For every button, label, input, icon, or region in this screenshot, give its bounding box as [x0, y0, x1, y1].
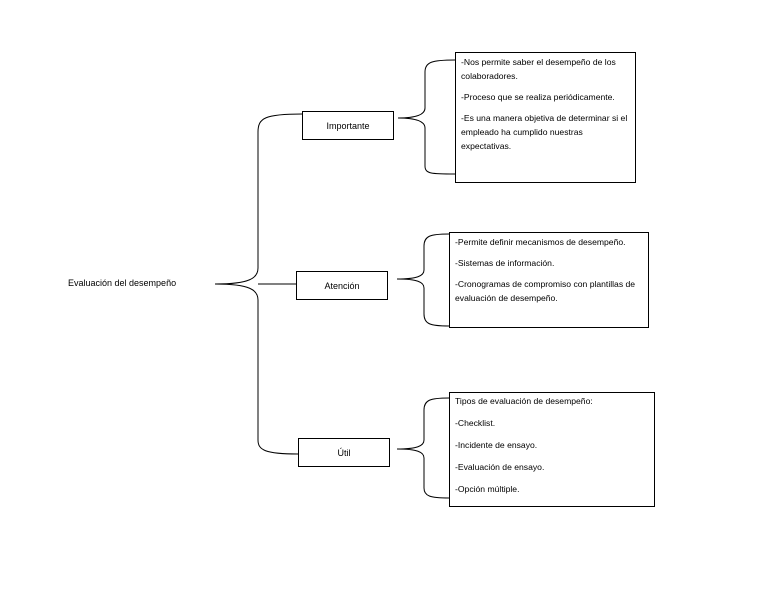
detail-box-atencion: -Permite definir mecanismos de desempeño… — [449, 232, 649, 328]
detail-item: -Es una manera objetiva de determinar si… — [461, 113, 628, 151]
branch-node-atencion: Atención — [296, 271, 388, 300]
detail-item: -Sistemas de información. — [455, 258, 555, 268]
brace-util — [396, 397, 450, 499]
brace-atencion — [396, 233, 450, 327]
detail-item: -Opción múltiple. — [455, 484, 520, 494]
branch-node-util: Útil — [298, 438, 390, 467]
brace-importante — [397, 59, 456, 175]
detail-item: -Evaluación de ensayo. — [455, 462, 545, 472]
detail-item: -Checklist. — [455, 418, 496, 428]
detail-item: -Incidente de ensayo. — [455, 440, 538, 450]
detail-item: -Cronogramas de compromiso con plantilla… — [455, 279, 636, 303]
detail-item: -Permite definir mecanismos de desempeño… — [455, 237, 626, 247]
detail-box-importante: -Nos permite saber el desempeño de los c… — [455, 52, 636, 183]
main-brace — [214, 113, 303, 455]
branch-node-importante: Importante — [302, 111, 394, 140]
detail-box-util: Tipos de evaluación de desempeño: -Check… — [449, 392, 655, 507]
root-label: Evaluación del desempeño — [68, 278, 177, 288]
detail-item: Tipos de evaluación de desempeño: — [455, 396, 593, 406]
detail-item: -Proceso que se realiza periódicamente. — [461, 92, 615, 102]
detail-item: -Nos permite saber el desempeño de los c… — [461, 57, 616, 81]
